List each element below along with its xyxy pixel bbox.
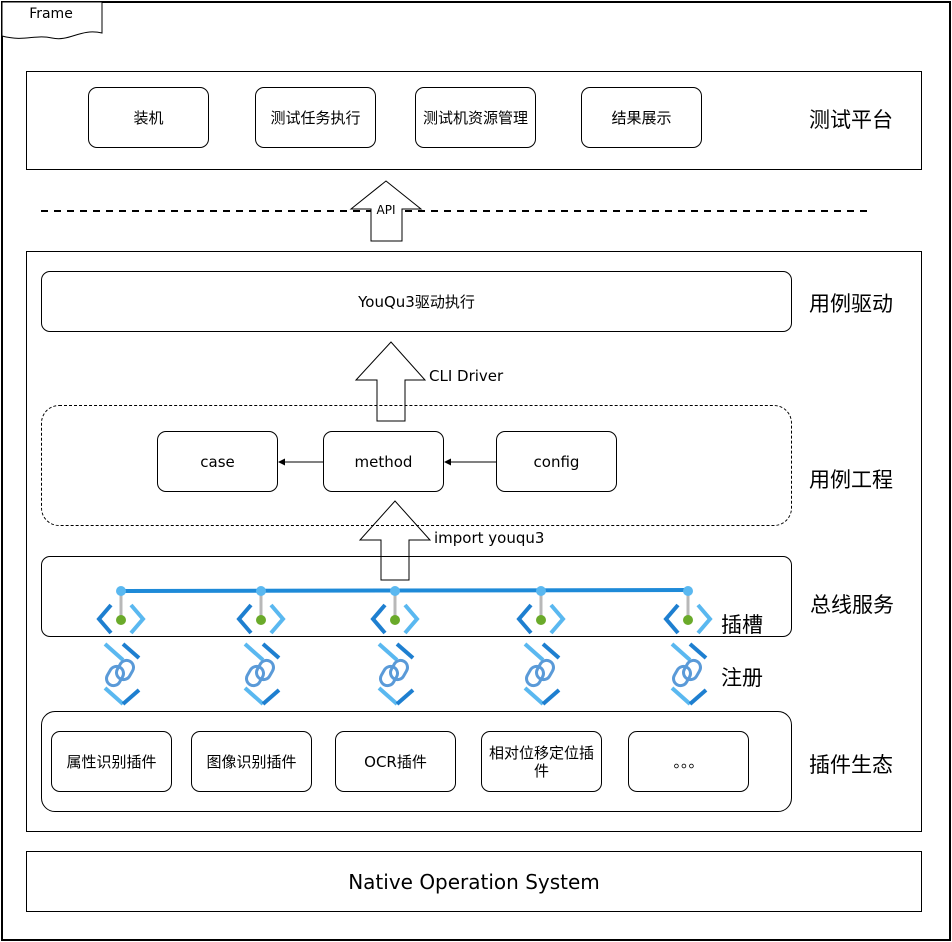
slot-dot [536,615,546,625]
bracket-slot-icon [236,603,286,635]
link-chain-icon [243,642,281,706]
plugin-relative-offset[interactable]: 相对位移定位插件 [481,731,602,792]
api-label: API [376,203,396,217]
plugin-layer-label: 插件生态 [809,753,893,777]
method-box[interactable]: method [323,431,444,492]
platform-item-install[interactable]: 装机 [88,87,209,148]
bracket-slot-icon [370,603,420,635]
api-arrow [349,180,423,242]
bus-node [256,586,266,596]
link-chain-icon [103,642,141,706]
project-layer-label: 用例工程 [809,468,893,492]
config-box[interactable]: config [496,431,617,492]
plugin-ocr[interactable]: OCR插件 [335,731,456,792]
driver-box[interactable]: YouQu3驱动执行 [41,271,792,332]
link-chain-icon [670,642,708,706]
project-container [41,405,792,526]
bus-layer-label: 总线服务 [810,593,894,617]
import-label: import youqu3 [434,529,545,547]
platform-item-resource-mgmt[interactable]: 测试机资源管理 [415,87,536,148]
cli-driver-label: CLI Driver [429,367,504,385]
bracket-slot-icon [96,603,146,635]
driver-layer-label: 用例驱动 [809,292,893,316]
bracket-slot-icon [516,603,566,635]
bus-node [390,586,400,596]
slot-label: 插槽 [721,613,763,637]
platform-layer-label: 测试平台 [809,108,893,132]
service-layer [26,251,922,832]
bracket-slot-icon [663,603,713,635]
frame-label: Frame [29,6,73,22]
bus-node [536,586,546,596]
frame-tag [1,1,103,40]
os-layer: Native Operation System [26,851,922,912]
plugin-image[interactable]: 图像识别插件 [191,731,312,792]
link-chain-icon [377,642,415,706]
link-chain-icon [523,642,561,706]
plugin-more[interactable]: 。。。 [628,731,749,792]
bus-container [41,556,792,637]
slot-dot [390,615,400,625]
slot-dot [256,615,266,625]
register-label: 注册 [721,666,763,690]
platform-item-results[interactable]: 结果展示 [581,87,702,148]
slot-dot [116,615,126,625]
arrow-config-method [444,458,451,466]
cli-arrow [354,341,427,422]
plugin-attribute[interactable]: 属性识别插件 [51,731,172,792]
case-box[interactable]: case [157,431,278,492]
plugin-container [41,711,792,812]
import-arrow [358,500,432,581]
arrow-method-case [278,458,285,466]
bus-line [120,588,689,593]
bus-node [683,586,693,596]
platform-item-task-exec[interactable]: 测试任务执行 [255,87,376,148]
bus-node [116,586,126,596]
slot-dot [683,615,693,625]
